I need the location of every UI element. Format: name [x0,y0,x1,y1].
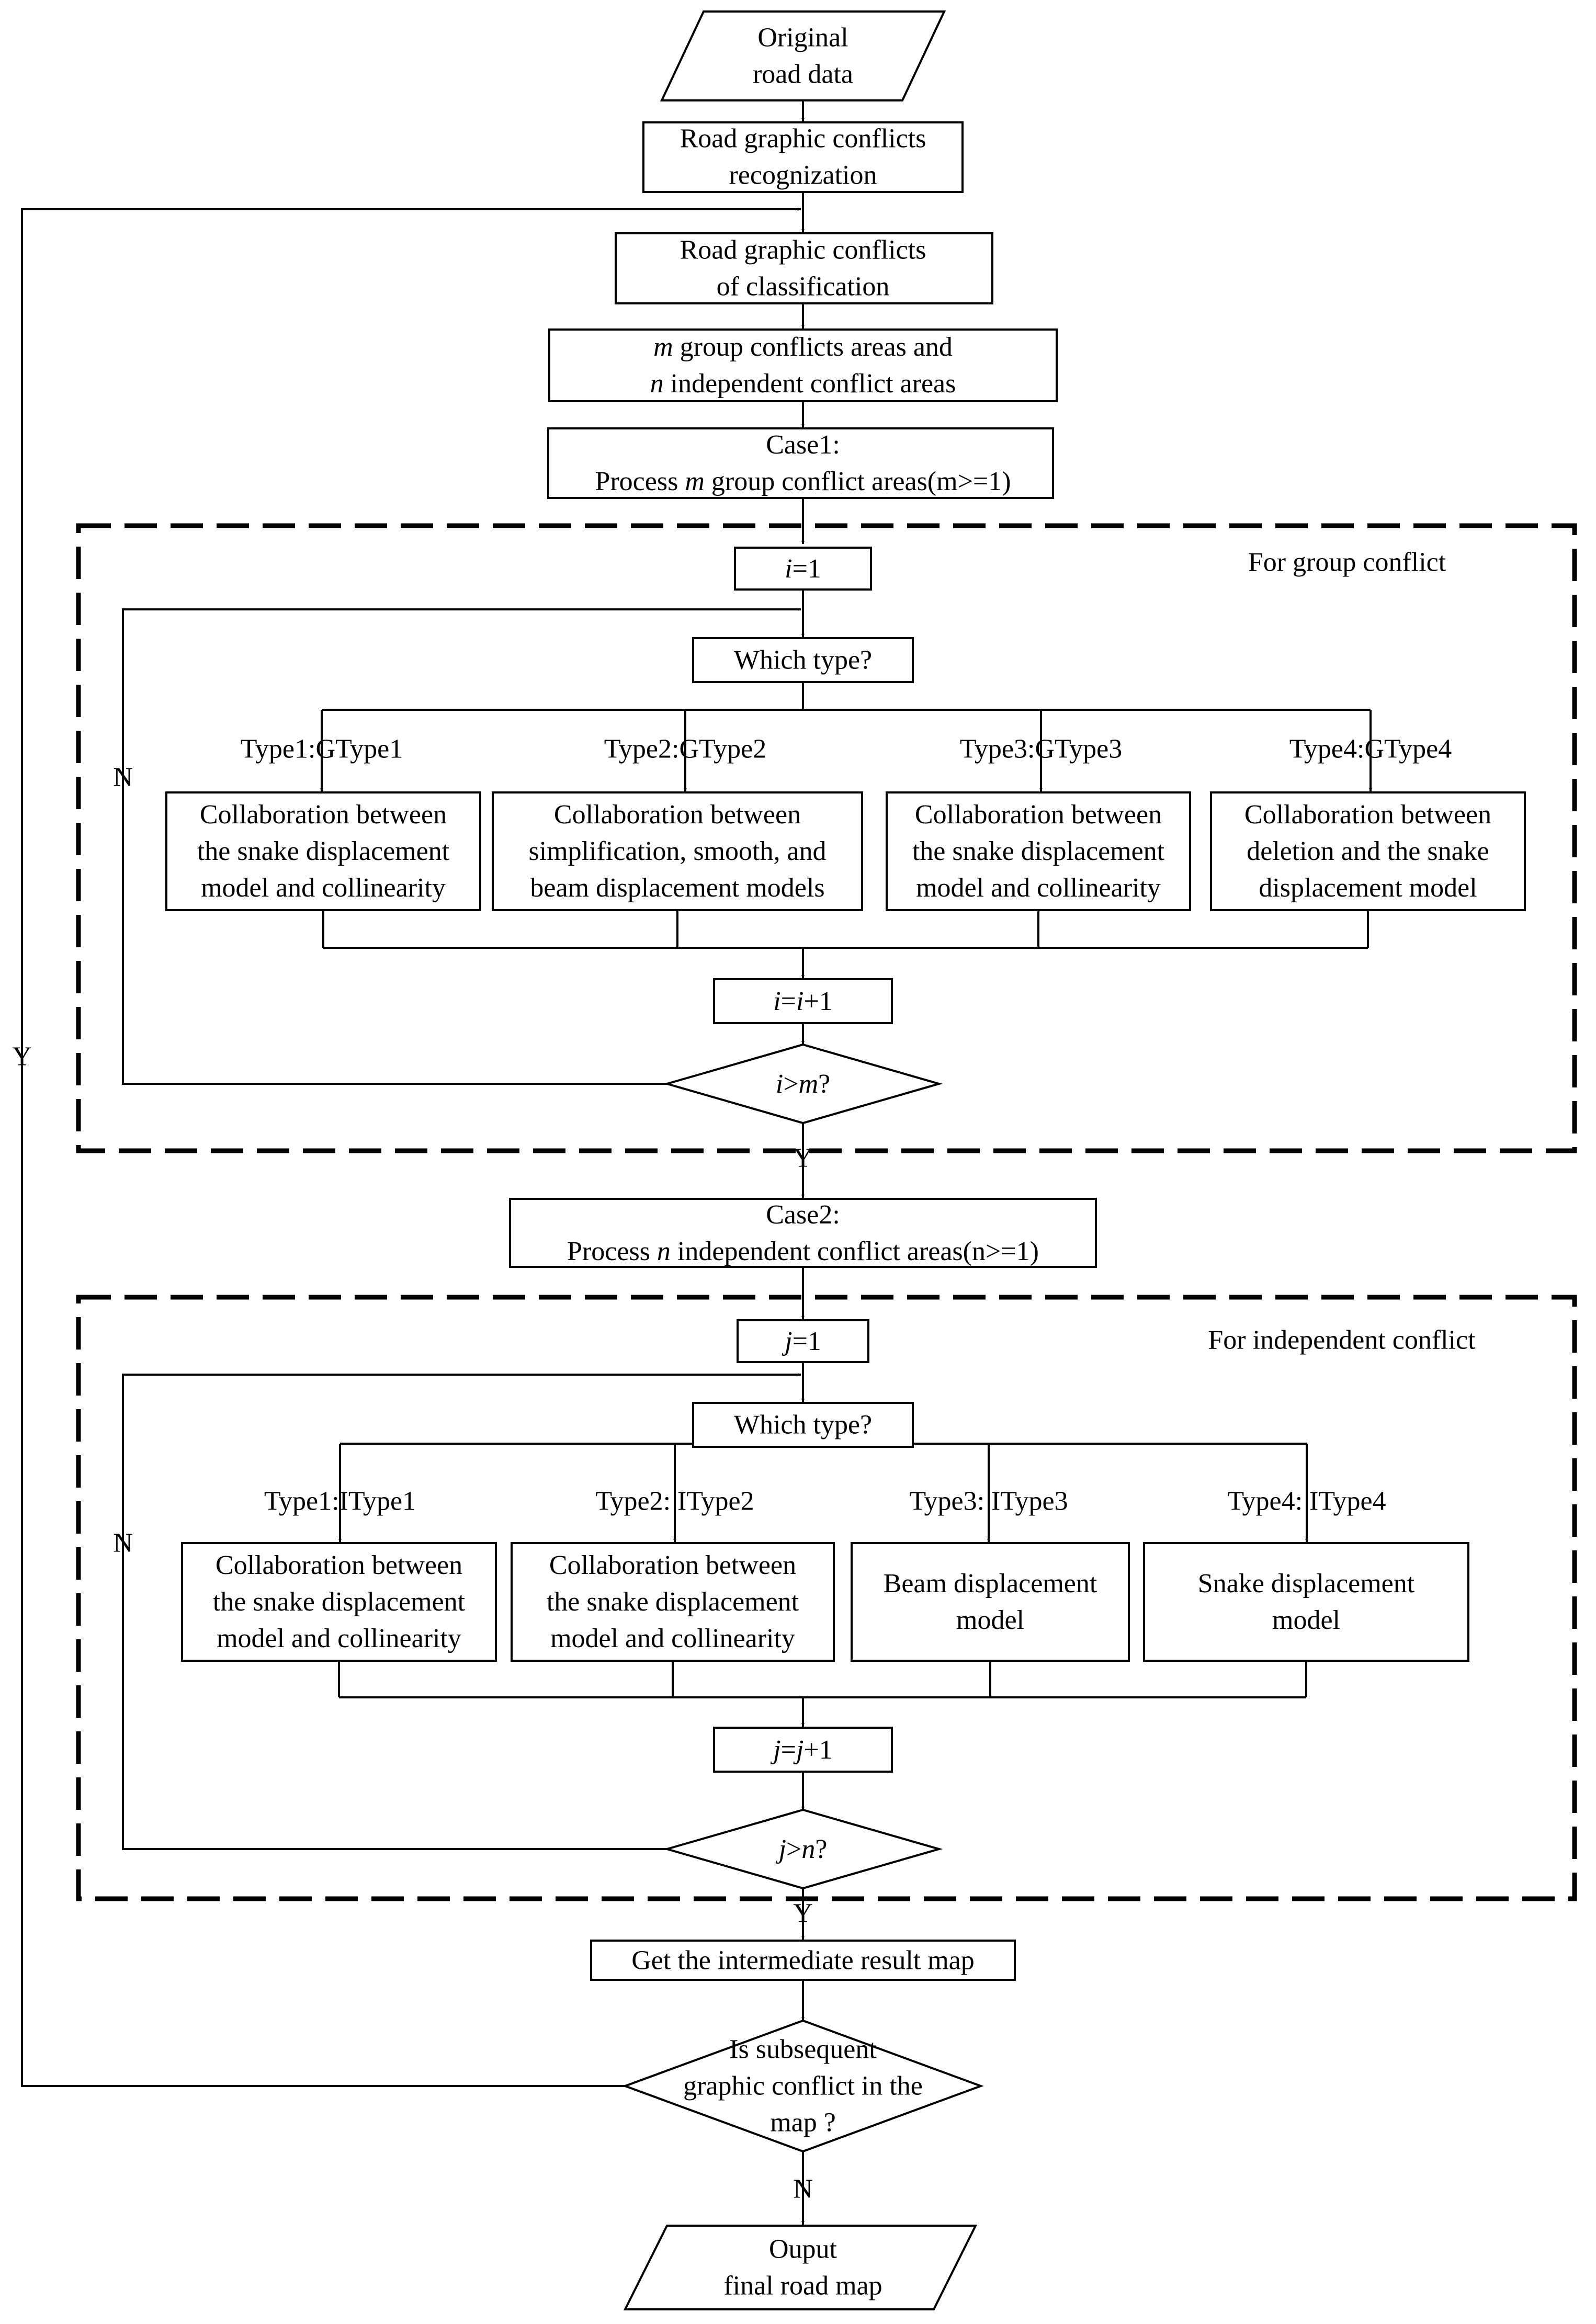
independent-init-box [737,1319,869,1363]
end-text-line-2: final road map [723,2271,882,2301]
independent-type-2-box-text-line-3: model and collinearity [550,1624,795,1653]
repeat-yes-label: Y [12,1042,32,1072]
group-yes-label: Y [793,1143,813,1173]
group-increment-box [713,978,893,1024]
group-type-3-box-text-line-2: the snake displacement [912,836,1165,866]
independent-yes-label: Y [793,1899,813,1929]
classification-box [615,232,993,304]
group-no-loop [122,608,801,1085]
independent-type-3-box [851,1542,1130,1662]
recognition-text-line-2: recognization [729,161,877,190]
subsequent-text-line-1: Is subsequent [729,2035,877,2065]
intermediate-box [590,1940,1016,1981]
group-type-1-box-text-line-2: the snake displacement [197,836,450,866]
connector-lines [21,100,1577,2225]
group-type-4-box-text-line-3: displacement model [1259,873,1477,903]
independent-type-1-box-text-line-2: the snake displacement [213,1587,466,1617]
independent-type-1-label: Type1:IType1 [264,1487,416,1516]
group-decision-diamond [663,1043,943,1125]
independent-type-2-box-text-line-2: the snake displacement [547,1587,799,1617]
group-type-1-label: Type1:GType1 [241,734,403,764]
independent-type-2-box [511,1542,835,1662]
group-type-2-box-text-line-1: Collaboration between [554,800,801,830]
group-type-2-box-text-line-2: simplification, smooth, and [528,836,826,866]
independent-increment-text: j=j+1 [770,1735,833,1765]
subsequent-text-line-2: graphic conflict in the [683,2071,923,2101]
final-no-label: N [793,2174,813,2204]
independent-conflict-region [76,1295,1577,1901]
group-init-box [734,547,872,591]
group-which-type-text: Which type? [734,645,872,675]
case2-text-line-1: Case2: [766,1200,840,1230]
independent-type-4-box-text-line-2: model [1272,1605,1340,1635]
independent-type-1-box [181,1542,497,1662]
group-type-2-box [492,791,863,911]
independent-type-2-label: Type2: IType2 [595,1487,754,1516]
group-type-4-box-text-line-2: deletion and the snake [1247,836,1489,866]
group-type-4-box-text-line-1: Collaboration between [1244,800,1491,830]
end-text-line-1: Ouput [769,2235,837,2264]
group-type-3-label: Type3:GType3 [960,734,1122,764]
group-decision-text: i>m? [776,1069,830,1099]
start-text-line-2: road data [753,60,853,89]
independent-init-text: j=1 [782,1327,821,1356]
end-parallelogram [623,2225,978,2310]
independent-type-3-box-text-line-2: model [956,1605,1024,1635]
repeat-loop [21,208,801,2087]
independent-type-1-box-text-line-1: Collaboration between [216,1550,462,1580]
group-type-3-box-text-line-1: Collaboration between [915,800,1162,830]
group-increment-text: i=i+1 [773,987,833,1016]
independent-type-3-box-text-line-1: Beam displacement [884,1569,1097,1599]
independent-decision-diamond [663,1808,943,1890]
independent-decision-text: j>n? [776,1834,828,1864]
case1-text-line-1: Case1: [766,430,840,460]
start-text-line-1: Original [757,23,848,53]
conflict-areas-text-line-1: m group conflicts areas and [653,332,953,362]
group-type-4-box [1210,791,1526,911]
group-no-label: N [113,763,133,792]
independent-which-type-box [692,1402,914,1448]
classification-text-line-1: Road graphic conflicts [680,235,926,265]
subsequent-text-line-3: map ? [770,2108,836,2138]
intermediate-text: Get the intermediate result map [631,1946,975,1976]
recognition-text-line-1: Road graphic conflicts [680,124,926,154]
independent-type-4-label: Type4: IType4 [1227,1487,1386,1516]
group-conflict-region [76,523,1577,1153]
independent-no-loop [122,1373,801,1850]
independent-which-type-text: Which type? [734,1410,872,1440]
group-section-label: For group conflict [1248,548,1446,577]
conflict-areas-text-line-2: n independent conflict areas [650,369,956,399]
case2-box [509,1198,1097,1268]
case1-text-line-2: Process m group conflict areas(m>=1) [595,467,1011,496]
conflict-areas-box [548,328,1058,402]
group-type-4-label: Type4:GType4 [1289,734,1452,764]
group-type-1-box-text-line-3: model and collinearity [201,873,446,903]
classification-text-line-2: of classification [717,272,890,302]
independent-type-2-box-text-line-1: Collaboration between [549,1550,796,1580]
group-type-2-box-text-line-3: beam displacement models [530,873,824,903]
group-which-type-box [692,637,914,683]
group-init-text: i=1 [785,554,821,584]
group-type-2-label: Type2:GType2 [604,734,766,764]
independent-type-1-box-text-line-3: model and collinearity [217,1624,461,1653]
independent-type-4-box [1143,1542,1469,1662]
group-type-3-box [886,791,1191,911]
independent-type-3-label: Type3: IType3 [909,1487,1068,1516]
group-type-3-box-text-line-3: model and collinearity [916,873,1161,903]
independent-section-label: For independent conflict [1208,1325,1476,1355]
group-type-1-box [165,791,481,911]
independent-type-4-box-text-line-1: Snake displacement [1198,1569,1415,1599]
independent-no-label: N [113,1528,133,1558]
group-type-1-box-text-line-1: Collaboration between [200,800,447,830]
case2-text-line-2: Process n independent conflict areas(n>=… [567,1237,1039,1266]
recognition-box [642,121,964,193]
case1-box [547,427,1054,499]
start-parallelogram [660,10,946,101]
independent-increment-box [713,1727,893,1773]
subsequent-decision-diamond [622,2019,984,2153]
